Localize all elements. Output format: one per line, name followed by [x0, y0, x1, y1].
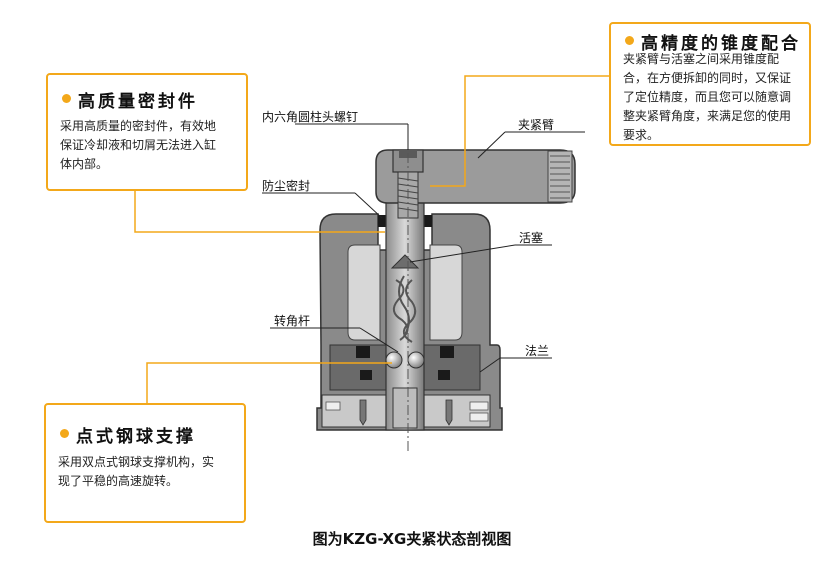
seal-line-1: 采用高质量的密封件，有效地	[60, 119, 217, 133]
bullet-dot-icon	[62, 94, 71, 103]
precision-callout-box: 高精度的锥度配合 夹紧臂与活塞之间采用锥度配 合，在方便拆卸的同时，又保证 了定…	[609, 22, 811, 146]
ball-line-1: 采用双点式钢球支撑机构，实	[58, 455, 215, 469]
figure-caption: 图为KZG-XG夹紧状态剖视图	[312, 530, 512, 548]
piston-shaft	[385, 189, 425, 431]
precision-line-5: 要求。	[623, 128, 660, 142]
label-flange: 法兰	[525, 344, 550, 358]
seal-line-2: 保证冷却液和切屑无法进入缸	[60, 138, 217, 152]
callout-connectors	[134, 75, 609, 403]
seal-rings	[356, 215, 454, 380]
seal-callout-box: 高质量密封件 采用高质量的密封件，有效地 保证冷却液和切屑无法进入缸 体内部。	[46, 73, 248, 191]
bullet-dot-icon	[625, 36, 634, 45]
seal-callout-text: 采用高质量的密封件，有效地 保证冷却液和切屑无法进入缸 体内部。	[60, 117, 245, 174]
precision-line-4: 整夹紧臂角度，来满足您的使用	[623, 109, 792, 123]
label-hex-screw: 内六角圆柱头螺钉	[262, 110, 359, 124]
label-clamping-arm: 夹紧臂	[518, 118, 555, 132]
steel-ball-left	[385, 351, 403, 369]
precision-line-1: 夹紧臂与活塞之间采用锥度配	[623, 52, 780, 66]
precision-line-2: 合，在方便拆卸的同时，又保证	[623, 71, 792, 85]
seal-callout-title: 高质量密封件	[78, 92, 198, 112]
ball-callout-box: 点式钢球支撑 采用双点式钢球支撑机构，实 现了平稳的高速旋转。	[44, 403, 246, 523]
ball-callout-text: 采用双点式钢球支撑机构，实 现了平稳的高速旋转。	[58, 453, 243, 491]
label-dust-seal: 防尘密封	[262, 179, 311, 193]
seal-line-3: 体内部。	[60, 157, 109, 171]
label-rotation-rod: 转角杆	[274, 314, 311, 328]
steel-ball-right	[407, 351, 425, 369]
ball-line-2: 现了平稳的高速旋转。	[58, 474, 179, 488]
leader-lines	[262, 123, 585, 373]
precision-callout-text: 夹紧臂与活塞之间采用锥度配 合，在方便拆卸的同时，又保证 了定位精度，而且您可以…	[623, 50, 809, 145]
label-piston: 活塞	[519, 231, 544, 245]
bullet-dot-icon	[60, 429, 69, 438]
precision-line-3: 了定位精度，而且您可以随意调	[623, 90, 792, 104]
precision-callout-title: 高精度的锥度配合	[641, 34, 801, 54]
ball-callout-title: 点式钢球支撑	[76, 427, 196, 447]
clamping-arm	[375, 149, 576, 204]
